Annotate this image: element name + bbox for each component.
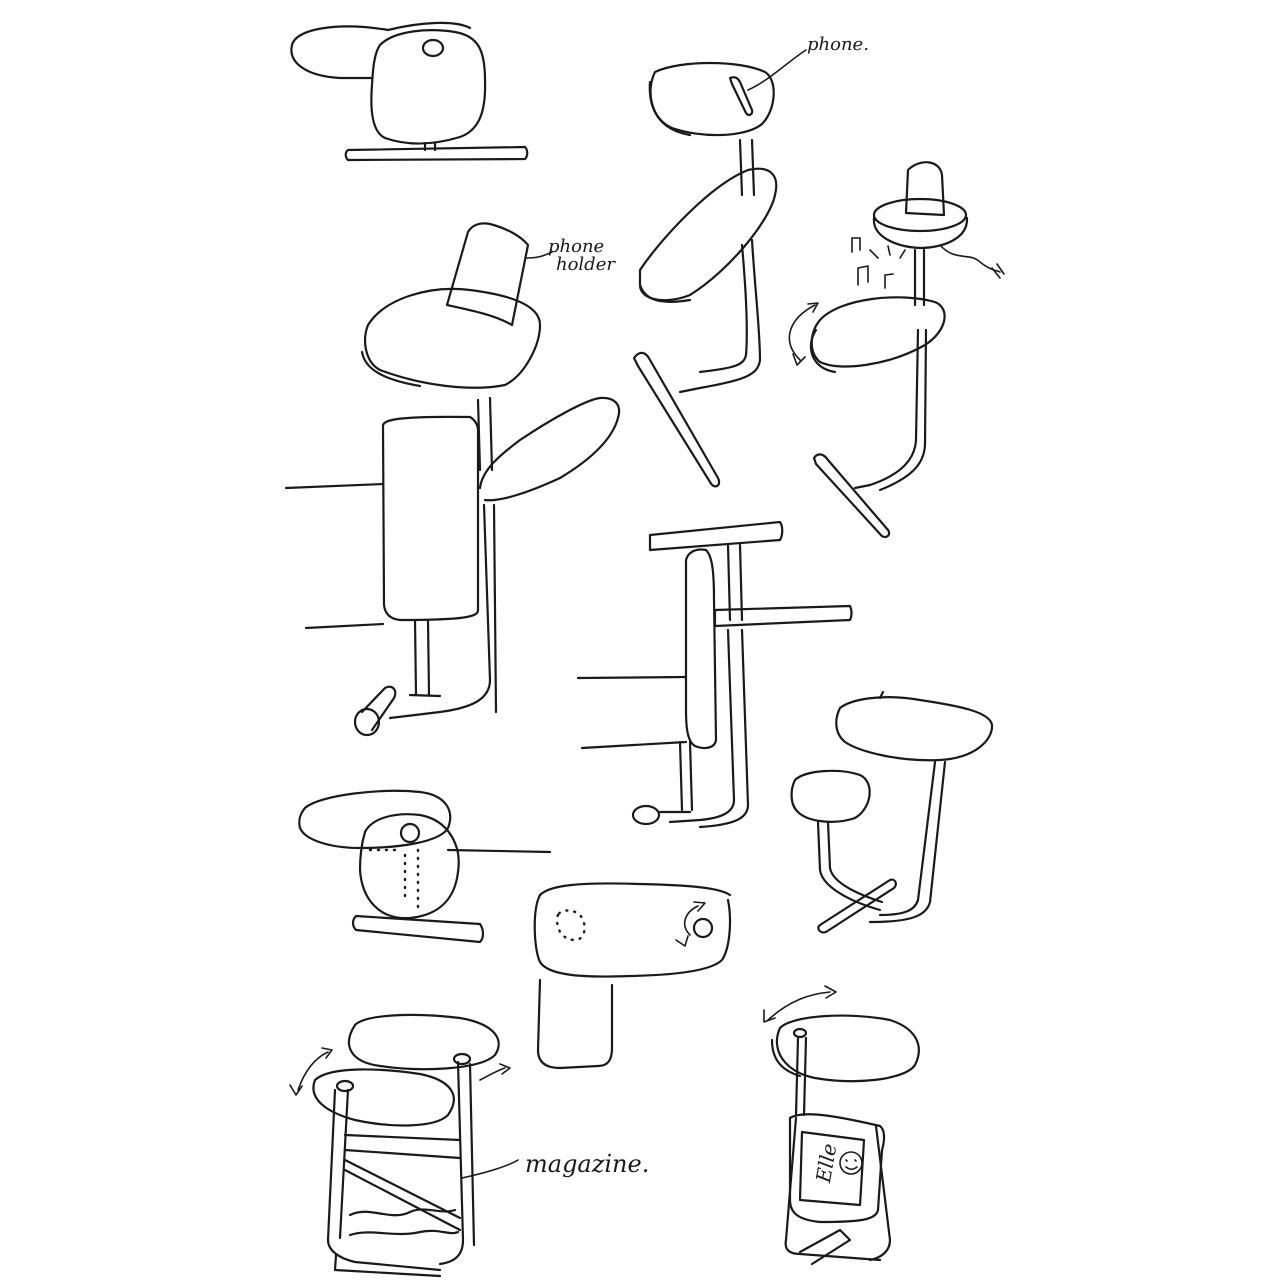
annotation-phone-holder: phone holder [548, 236, 616, 275]
annotation-phone: phone. [807, 34, 869, 55]
sketch-table-2 [632, 49, 807, 488]
sketch-table-10: Elle [763, 985, 920, 1266]
annotation-magazine: magazine. [525, 1150, 649, 1178]
sketch-table-7 [298, 789, 552, 944]
annotation-phone-holder-line2: holder [556, 254, 616, 275]
sketch-table-3 [788, 161, 1005, 539]
sketch-table-1 [290, 21, 529, 162]
sketch-table-8 [533, 882, 732, 1070]
sketch-table-5 [576, 520, 853, 829]
sketch-table-9 [289, 1013, 519, 1278]
sketch-table-6 [790, 690, 994, 934]
svg-text:Elle: Elle [811, 1142, 842, 1186]
sketch-table-4 [284, 222, 621, 737]
annotation-phone-holder-line1: phone [548, 236, 604, 257]
